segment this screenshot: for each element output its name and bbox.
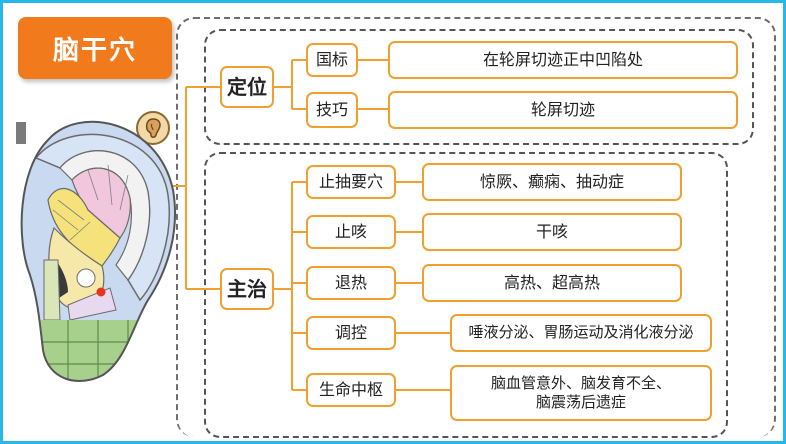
indication-key-2: 止咳 xyxy=(306,215,396,249)
indication-value-4: 唾液分泌、胃肠运动及消化液分泌 xyxy=(450,314,712,352)
location-node: 定位 xyxy=(220,66,274,108)
page-title: 脑干穴 xyxy=(18,17,172,79)
brainstem-point xyxy=(96,287,106,297)
indication-key-1: 止抽要穴 xyxy=(306,165,396,199)
indication-value-3: 高热、超高热 xyxy=(422,264,682,302)
location-value-technique: 轮屏切迹 xyxy=(388,91,738,129)
indication-key-5: 生命中枢 xyxy=(306,373,396,407)
ear-acupoint-map-icon xyxy=(20,120,176,383)
indications-group xyxy=(204,152,728,438)
indications-node: 主治 xyxy=(220,268,274,310)
location-value-standard: 在轮屏切迹正中凹陷处 xyxy=(388,41,738,79)
indication-value-5: 脑血管意外、脑发育不全、 脑震荡后遗症 xyxy=(450,365,712,421)
location-key-technique: 技巧 xyxy=(306,92,358,128)
indication-key-3: 退热 xyxy=(306,266,396,300)
outer-container xyxy=(176,17,776,437)
indication-value-2: 干咳 xyxy=(422,213,682,251)
location-key-standard: 国标 xyxy=(306,43,358,77)
indication-value-1: 惊厥、癫痫、抽动症 xyxy=(422,163,682,201)
marker-icon xyxy=(16,122,26,144)
indication-key-4: 调控 xyxy=(306,316,396,350)
